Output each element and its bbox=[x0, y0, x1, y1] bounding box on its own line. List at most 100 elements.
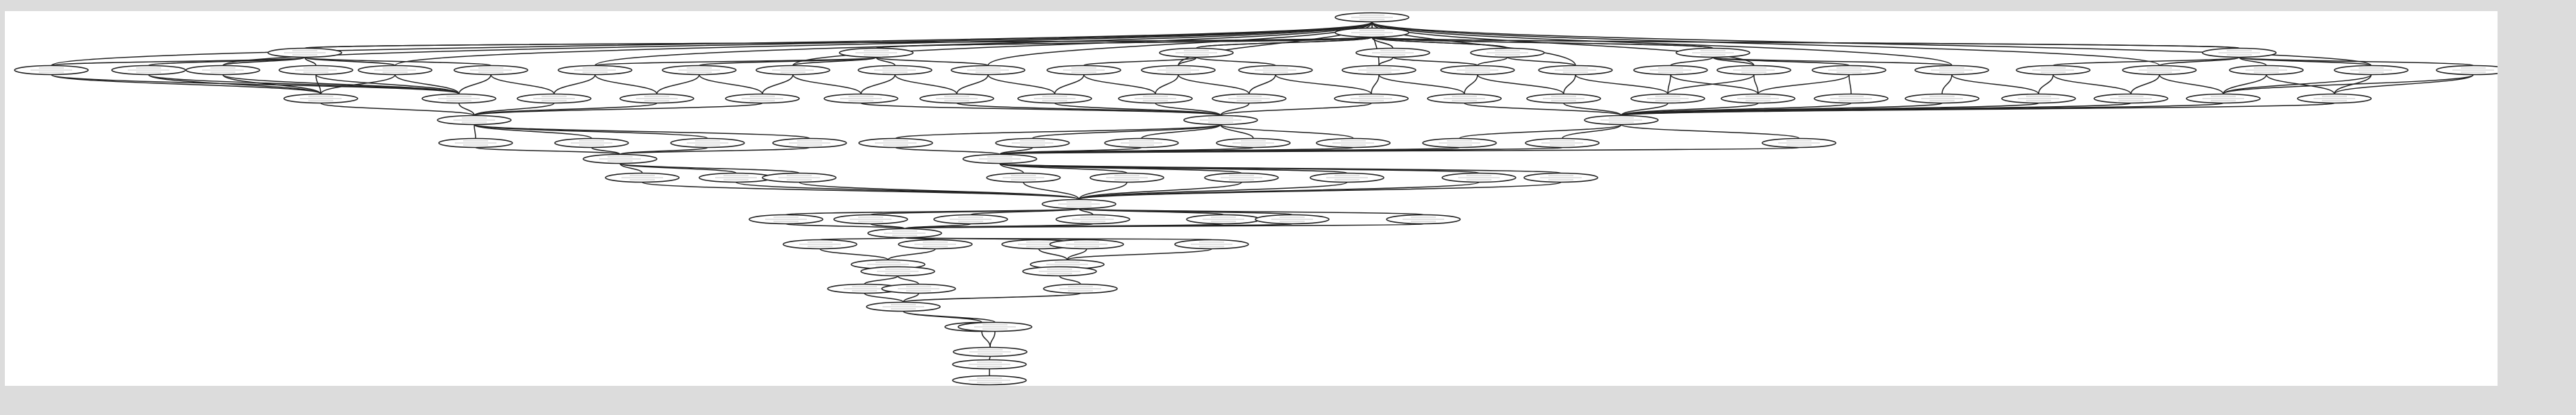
graph-node bbox=[699, 172, 773, 183]
graph-node bbox=[1159, 47, 1234, 58]
graph-node bbox=[185, 65, 260, 76]
graph-edge bbox=[1753, 74, 1759, 94]
graph-edge bbox=[1371, 21, 2372, 67]
graph-edge bbox=[1670, 56, 1714, 67]
graph-node bbox=[619, 93, 694, 104]
graph-node bbox=[453, 65, 528, 76]
graph-node bbox=[898, 239, 973, 250]
graph-node bbox=[933, 214, 1008, 225]
graph-edge bbox=[1477, 56, 1508, 67]
graph-node bbox=[2334, 65, 2409, 76]
graph-node bbox=[1042, 198, 1116, 210]
graph-node bbox=[1049, 239, 1124, 250]
graph-edge bbox=[304, 56, 492, 67]
graph-edge bbox=[1196, 56, 1276, 67]
graph-node bbox=[1721, 93, 1796, 104]
graph-edge bbox=[904, 223, 1424, 230]
graph-edge bbox=[1248, 74, 1276, 94]
graph-node bbox=[2016, 65, 2091, 76]
graph-node bbox=[1427, 93, 1502, 104]
graph-node bbox=[858, 65, 932, 76]
graph-edge bbox=[2334, 74, 2474, 95]
graph-edge bbox=[1054, 102, 1221, 117]
graph-node bbox=[358, 65, 433, 76]
graph-node bbox=[881, 283, 956, 294]
graph-edge bbox=[2223, 74, 2372, 95]
graph-edge bbox=[1220, 124, 1254, 139]
graph-node bbox=[517, 93, 592, 104]
graph-node bbox=[2202, 47, 2277, 58]
graph-edge bbox=[1054, 74, 1085, 94]
edge-layer bbox=[51, 21, 2474, 376]
graph-edge bbox=[2223, 74, 2474, 95]
graph-edge bbox=[1196, 36, 1373, 49]
graph-edge bbox=[1083, 74, 1156, 94]
graph-node bbox=[2122, 65, 2197, 76]
graph-edge bbox=[320, 74, 396, 94]
graph-node bbox=[2436, 65, 2498, 76]
graph-node bbox=[1633, 65, 1708, 76]
graph-node bbox=[1341, 65, 1416, 76]
graph-node bbox=[725, 93, 800, 104]
graph-node bbox=[111, 65, 186, 76]
graph-node bbox=[267, 47, 342, 58]
graph-edge bbox=[1371, 36, 1714, 49]
graph-node bbox=[1675, 47, 1750, 58]
graph-edge bbox=[619, 162, 800, 174]
graph-node bbox=[748, 214, 823, 225]
graph-edge bbox=[1378, 74, 1465, 94]
graph-edge bbox=[999, 162, 1562, 174]
graph-node bbox=[952, 375, 1027, 386]
graph-edge bbox=[1371, 36, 2240, 49]
graph-node bbox=[866, 301, 941, 312]
graph-node bbox=[1216, 137, 1291, 149]
graph-edge bbox=[699, 74, 763, 94]
graph-edge bbox=[819, 248, 889, 261]
graph-edge bbox=[1371, 21, 1952, 67]
graph-edge bbox=[876, 57, 896, 66]
graph-node bbox=[1022, 266, 1097, 277]
graph-edge bbox=[1371, 22, 1380, 66]
graph-node bbox=[2229, 65, 2304, 76]
graph-edge bbox=[876, 56, 989, 67]
graph-edge bbox=[1038, 248, 1068, 260]
graph-edge bbox=[2223, 74, 2267, 94]
graph-node bbox=[1141, 65, 1216, 76]
graph-node bbox=[670, 137, 745, 149]
graph-edge bbox=[1078, 181, 1242, 201]
graph-edge bbox=[1563, 102, 1622, 117]
graph-edge bbox=[1371, 21, 2160, 67]
graph-edge bbox=[1178, 74, 1250, 94]
graph-edge bbox=[304, 36, 1373, 49]
graph-edge bbox=[474, 102, 555, 117]
graph-node bbox=[1238, 65, 1313, 76]
graph-node bbox=[2093, 93, 2168, 104]
graph-edge bbox=[474, 124, 708, 139]
graph-node bbox=[558, 65, 633, 76]
graph-node bbox=[1441, 172, 1516, 183]
graph-edge bbox=[792, 74, 862, 94]
graph-edge bbox=[887, 248, 936, 261]
graph-edge bbox=[762, 74, 794, 94]
graph-edge bbox=[51, 74, 321, 95]
graph-node bbox=[421, 93, 496, 104]
graph-node bbox=[1630, 93, 1705, 104]
graph-node bbox=[1422, 137, 1497, 149]
graph-node bbox=[14, 65, 89, 76]
graph-edge bbox=[864, 275, 898, 285]
graph-edge bbox=[315, 74, 321, 94]
graph-edge bbox=[1464, 102, 1622, 117]
graph-node bbox=[823, 93, 898, 104]
graph-node bbox=[1046, 65, 1121, 76]
graph-edge bbox=[956, 74, 989, 94]
graph-node bbox=[1914, 65, 1989, 76]
graph-edge bbox=[458, 74, 492, 94]
graph-edge bbox=[876, 36, 1373, 49]
graph-edge bbox=[1378, 57, 1394, 66]
graph-edge bbox=[1023, 182, 1080, 200]
graph-node bbox=[583, 153, 658, 164]
graph-edge bbox=[1848, 74, 1852, 94]
graph-edge bbox=[304, 57, 317, 66]
graph-node bbox=[1310, 172, 1385, 183]
graph-edge bbox=[999, 163, 1024, 173]
